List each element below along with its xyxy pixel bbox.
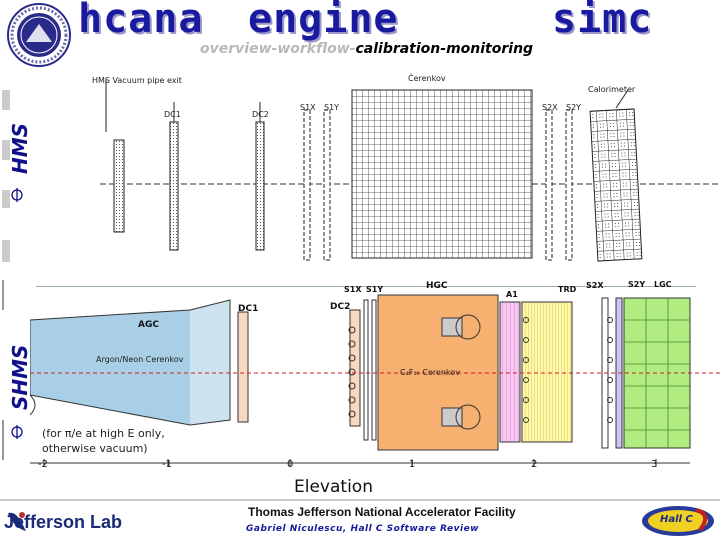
review-credit: Gabriel Niculescu, Hall C Software Revie… (246, 524, 479, 534)
hms-pipe-exit-label: HMS Vacuum pipe exit (92, 76, 182, 85)
shms-s1x-label: S1X (344, 285, 362, 294)
shms-agc-label: AGC (138, 320, 159, 330)
hms-crosshair-icon (10, 187, 24, 202)
hms-dc2-label: DC2 (252, 110, 269, 119)
university-seal-logo (6, 2, 72, 68)
hms-detector-diagram (80, 60, 720, 275)
subtitle-workflow: workflow- (277, 41, 356, 57)
hms-s2x-label: S2X (542, 103, 558, 112)
axis-tick: 3 (651, 459, 658, 470)
hms-s2y-label: S2Y (566, 103, 582, 112)
subtitle-nav: overview-workflow-calibration-monitoring (200, 41, 533, 57)
hms-side-label: HMS (8, 122, 32, 174)
axis-tick: 2 (531, 459, 538, 470)
shms-hgc-label: HGC (426, 281, 448, 291)
shms-a1-label: A1 (506, 290, 518, 299)
shms-s2x-label: S2X (586, 281, 604, 290)
simc-title: simc (552, 0, 653, 42)
jefferson-lab-logo (4, 508, 124, 536)
shms-crosshair-icon (10, 424, 24, 439)
elevation-axis-title: Elevation (294, 477, 373, 497)
hcana-title: hcana (78, 0, 204, 42)
hms-s1y-label: S1Y (324, 103, 340, 112)
subtitle-overview: overview- (200, 41, 278, 57)
axis-tick: -2 (38, 459, 48, 470)
shms-detector-diagram (29, 280, 720, 490)
axis-tick: 1 (409, 459, 416, 470)
subtitle-calibration: calibration- (355, 41, 447, 57)
hallc-logo (640, 504, 716, 538)
hallc-logo-text: Hall C (660, 514, 693, 525)
section-divider (36, 286, 696, 287)
shms-s1y-label: S1Y (366, 285, 384, 294)
footer-divider (0, 499, 720, 501)
hms-calorimeter-label: Calorimeter (588, 85, 636, 94)
hms-s1x-label: S1X (300, 103, 316, 112)
shms-dc1-label: DC1 (238, 304, 259, 314)
shms-dc2-label: DC2 (330, 302, 351, 312)
shms-note-line2: otherwise vacuum) (42, 442, 148, 455)
shms-lgc-label: LGC (654, 280, 672, 289)
hms-cerenkov-label: Čerenkov (408, 74, 446, 83)
axis-tick: -1 (162, 459, 172, 470)
shms-s2y-label: S2Y (628, 280, 646, 289)
engine-title: engine (248, 0, 399, 42)
shms-note-line1: (for π/e at high E only, (42, 427, 165, 440)
shms-side-label: SHMS (8, 344, 32, 410)
left-film-strip (0, 80, 12, 480)
shms-trd-label: TRD (558, 285, 577, 294)
hms-dc1-label: DC1 (164, 110, 181, 119)
shms-gas-label: Argon/Neon Cerenkov (96, 355, 184, 364)
subtitle-monitoring: monitoring (446, 41, 534, 57)
shms-c4f10-label: C₄F₁₀ Cerenkov (400, 368, 460, 377)
jefferson-lab-name: Jefferson Lab (4, 512, 123, 532)
axis-tick: 0 (287, 459, 294, 470)
facility-name: Thomas Jefferson National Accelerator Fa… (248, 505, 516, 519)
